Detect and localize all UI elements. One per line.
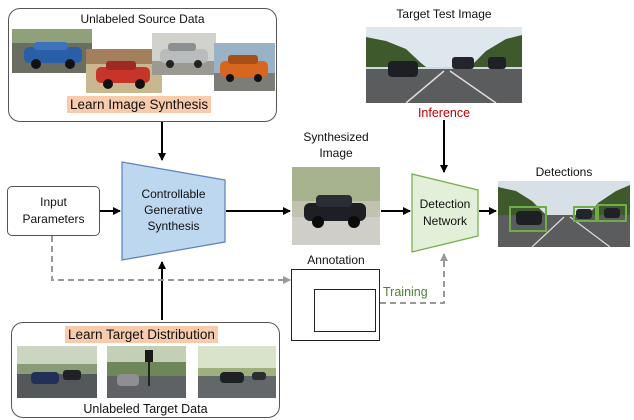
detection-network-label: Detection Network: [419, 197, 471, 228]
training-label: Training: [383, 285, 428, 299]
learn-image-synthesis-label: Learn Image Synthesis: [67, 96, 212, 113]
annotation-bounding-box: [314, 289, 376, 332]
target-data-image-2: [107, 346, 186, 398]
dashed-annotation-to-detector: [380, 253, 448, 304]
input-parameters-label: Input Parameters: [22, 195, 85, 226]
generator-block: [121, 161, 226, 261]
detection-box-2: [573, 206, 597, 222]
generator-label: Controllable Generative Synthesis: [141, 187, 206, 233]
source-car-image-1: [12, 29, 92, 73]
target-test-image: [366, 27, 522, 103]
annotation-frame: [291, 269, 380, 341]
input-parameters-box: [7, 186, 100, 236]
synthesized-image-title: Synthesized Image: [303, 130, 369, 160]
detections-image: [498, 181, 630, 247]
source-car-image-2: [86, 49, 162, 93]
detection-box-1: [509, 206, 547, 232]
inference-label: Inference: [417, 106, 471, 120]
target-data-title: Unlabeled Target Data: [83, 402, 208, 416]
source-car-image-4: [214, 43, 275, 91]
source-data-title: Unlabeled Source Data: [80, 12, 205, 26]
dashed-input-to-annotation: [51, 236, 291, 284]
learn-target-distribution-label: Learn Target Distribution: [65, 326, 218, 343]
target-test-title: Target Test Image: [396, 7, 492, 21]
synthesized-image: [292, 167, 380, 245]
detector-block: [411, 173, 479, 253]
target-data-image-3: [198, 346, 276, 398]
detections-title: Detections: [535, 165, 593, 179]
detection-box-3: [597, 204, 627, 222]
annotation-title: Annotation: [307, 253, 365, 267]
target-data-image-1: [17, 346, 97, 398]
source-car-image-3: [152, 33, 216, 75]
